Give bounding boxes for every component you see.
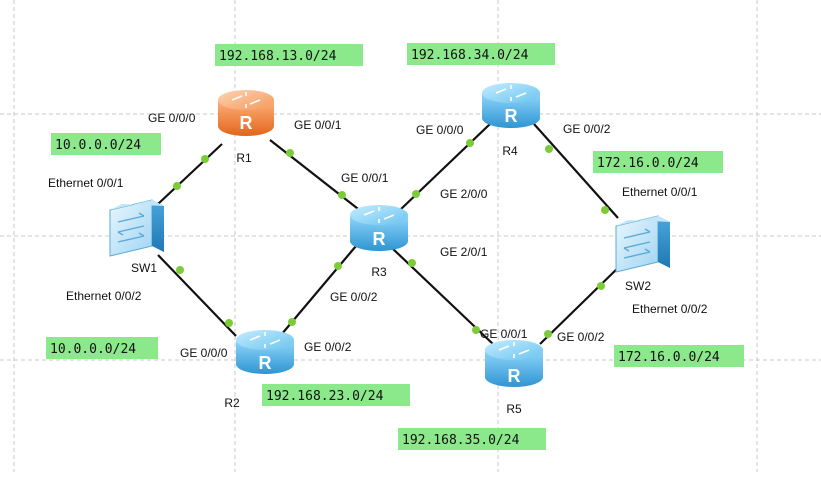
router-r1[interactable]: R: [218, 90, 274, 136]
port-dot: [412, 190, 420, 198]
subnet-label-r5-sw2: 172.16.0.0/24: [614, 345, 744, 367]
switch-icon: [109, 199, 164, 257]
port-label-r2-ge002: GE 0/0/2: [304, 340, 352, 354]
subnet-label-r3-r4: 192.168.34.0/24: [407, 43, 555, 65]
switch-icon: [615, 215, 670, 273]
port-dot: [408, 259, 416, 267]
router-r4[interactable]: R: [482, 83, 540, 128]
svg-text:10.0.0.0/24: 10.0.0.0/24: [55, 138, 141, 153]
router-icon: R: [236, 330, 294, 374]
link-r1-r3: [269, 139, 363, 213]
port-label-r3-ge001: GE 0/0/1: [341, 171, 389, 185]
router-icon: R: [485, 340, 543, 387]
router-icon: R: [350, 205, 408, 251]
port-dot: [334, 262, 342, 270]
port-dot: [288, 318, 296, 326]
svg-text:192.168.23.0/24: 192.168.23.0/24: [266, 389, 384, 404]
svg-text:R: R: [259, 353, 272, 373]
port-label-r3-ge201: GE 2/0/1: [440, 245, 488, 259]
device-label-sw1: SW1: [131, 261, 157, 275]
switch-sw1[interactable]: [109, 199, 164, 257]
port-label-sw2-eth002: Ethernet 0/0/2: [632, 302, 708, 316]
port-label-sw1-eth001: Ethernet 0/0/1: [48, 176, 124, 190]
device-label-sw2: SW2: [625, 279, 651, 293]
router-r5[interactable]: R: [485, 340, 543, 387]
svg-text:R: R: [373, 229, 386, 249]
port-dot: [545, 145, 553, 153]
port-dot: [286, 149, 294, 157]
svg-text:172.16.0.0/24: 172.16.0.0/24: [618, 350, 720, 365]
port-dot: [466, 139, 474, 147]
port-dot: [201, 155, 209, 163]
link-r4-sw2: [533, 123, 619, 219]
svg-text:R: R: [508, 366, 521, 386]
port-label-r5-ge002: GE 0/0/2: [557, 330, 605, 344]
port-label-r4-ge002: GE 0/0/2: [563, 122, 611, 136]
device-label-r1: R1: [236, 151, 252, 165]
device-label-r2: R2: [224, 396, 240, 410]
svg-text:192.168.34.0/24: 192.168.34.0/24: [411, 48, 529, 63]
port-dot: [173, 182, 181, 190]
device-label-r3: R3: [371, 265, 387, 279]
port-label-r1-ge001: GE 0/0/1: [294, 118, 342, 132]
port-dot: [597, 282, 605, 290]
device-label-r4: R4: [502, 144, 518, 158]
port-label-r4-ge000: GE 0/0/0: [416, 123, 464, 137]
link-sw1-r1: [157, 143, 223, 205]
svg-text:192.168.35.0/24: 192.168.35.0/24: [402, 433, 520, 448]
port-dot: [225, 319, 233, 327]
link-sw1-r2: [157, 254, 237, 337]
port-label-r5-ge001: GE 0/0/1: [480, 327, 528, 341]
link-r5-sw2: [539, 263, 623, 345]
port-dot: [338, 191, 346, 199]
subnet-label-r1-r3: 192.168.13.0/24: [215, 44, 363, 66]
svg-text:R: R: [240, 113, 253, 133]
port-dots: [173, 139, 609, 338]
device-label-r5: R5: [506, 402, 522, 416]
port-label-r1-ge000: GE 0/0/0: [148, 111, 196, 125]
port-label-sw2-eth001: Ethernet 0/0/1: [622, 185, 698, 199]
port-dot: [601, 206, 609, 214]
subnet-label-sw1-r2: 10.0.0.0/24: [46, 337, 158, 359]
svg-text:192.168.13.0/24: 192.168.13.0/24: [219, 49, 337, 64]
svg-text:172.16.0.0/24: 172.16.0.0/24: [597, 156, 699, 171]
subnet-label-r2-r3: 192.168.23.0/24: [262, 384, 410, 406]
port-dot: [176, 266, 184, 274]
subnet-label-r3-r5: 192.168.35.0/24: [398, 428, 546, 450]
port-label-sw1-eth002: Ethernet 0/0/2: [66, 289, 142, 303]
router-icon: R: [482, 83, 540, 128]
subnet-label-sw1-r1: 10.0.0.0/24: [51, 133, 161, 155]
port-dot: [544, 330, 552, 338]
svg-text:10.0.0.0/24: 10.0.0.0/24: [50, 342, 136, 357]
port-label-r3-ge002: GE 0/0/2: [330, 290, 378, 304]
router-r2[interactable]: R: [236, 330, 294, 374]
subnet-label-r4-sw2: 172.16.0.0/24: [593, 151, 723, 173]
port-label-r3-ge200: GE 2/0/0: [440, 187, 488, 201]
router-r3[interactable]: R: [350, 205, 408, 251]
svg-text:R: R: [505, 106, 518, 126]
port-label-r2-ge000: GE 0/0/0: [180, 346, 228, 360]
port-dot: [472, 326, 480, 334]
switch-sw2[interactable]: [615, 215, 670, 273]
router-icon: R: [218, 90, 274, 136]
